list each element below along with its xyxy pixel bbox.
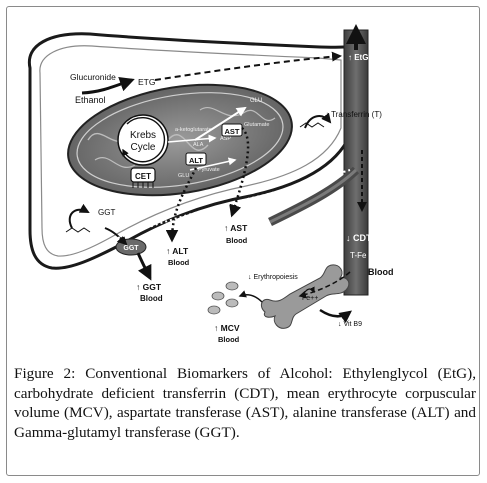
alt-blood-label: ↑ ALT bbox=[166, 246, 189, 256]
svg-text:a-ketoglutarate: a-ketoglutarate bbox=[175, 127, 212, 133]
etg-label: ETG bbox=[138, 77, 155, 87]
mcv-blood-sub: Blood bbox=[218, 335, 240, 344]
ast-blood-label: ↑ AST bbox=[224, 223, 248, 233]
svg-text:GLU: GLU bbox=[250, 98, 262, 104]
blood-vessel bbox=[343, 29, 369, 296]
alt-inner: ALT bbox=[189, 156, 203, 165]
blood-vessel-label: Blood bbox=[368, 267, 394, 277]
tfe-label: T-Fe bbox=[350, 251, 367, 260]
krebs-cycle bbox=[117, 114, 169, 166]
transferrin-label: ↓ Transferrin (T) bbox=[325, 110, 382, 119]
svg-text:ALA: ALA bbox=[193, 142, 204, 148]
figure-caption: Figure 2: Conventional Biomarkers of Alc… bbox=[14, 365, 476, 441]
etg-blood-label: ↑ EtG bbox=[348, 53, 368, 62]
fe-label: Fe++ bbox=[302, 295, 318, 302]
ggt-blood-sub: Blood bbox=[140, 294, 163, 303]
glucuronide-label: Glucuronide bbox=[70, 72, 116, 82]
svg-text:Glutamate: Glutamate bbox=[244, 122, 269, 128]
vitb-label: ↓ Vit B9 bbox=[338, 321, 362, 328]
ggt-liver-label: GGT bbox=[98, 208, 115, 217]
erythrocytes bbox=[207, 281, 239, 315]
svg-text:ASP: ASP bbox=[220, 136, 231, 142]
svg-text:Pyruvate: Pyruvate bbox=[198, 167, 220, 173]
cdt-label: ↓ CDT bbox=[346, 233, 372, 243]
biomarker-diagram: Krebs Cycle CET a-ketoglutarate ALA ASP … bbox=[27, 24, 394, 344]
svg-text:GLU: GLU bbox=[178, 173, 189, 179]
ggt-membrane-label: GGT bbox=[123, 245, 139, 252]
mcv-blood-label: ↑ MCV bbox=[214, 323, 240, 333]
erythropoiesis-label: ↓ Erythropoiesis bbox=[248, 274, 298, 281]
alt-blood-sub: Blood bbox=[168, 258, 190, 267]
krebs-label-2: Cycle bbox=[130, 142, 155, 153]
alt-release-path bbox=[165, 167, 198, 243]
ast-release-path bbox=[229, 127, 250, 218]
krebs-label: Krebs bbox=[130, 130, 156, 141]
ast-inner: AST bbox=[225, 127, 240, 136]
svg-text:CET: CET bbox=[135, 172, 151, 181]
ggt-blood-label: ↑ GGT bbox=[136, 282, 162, 292]
ast-blood-sub: Blood bbox=[226, 236, 248, 245]
ethanol-label: Ethanol bbox=[75, 95, 106, 105]
